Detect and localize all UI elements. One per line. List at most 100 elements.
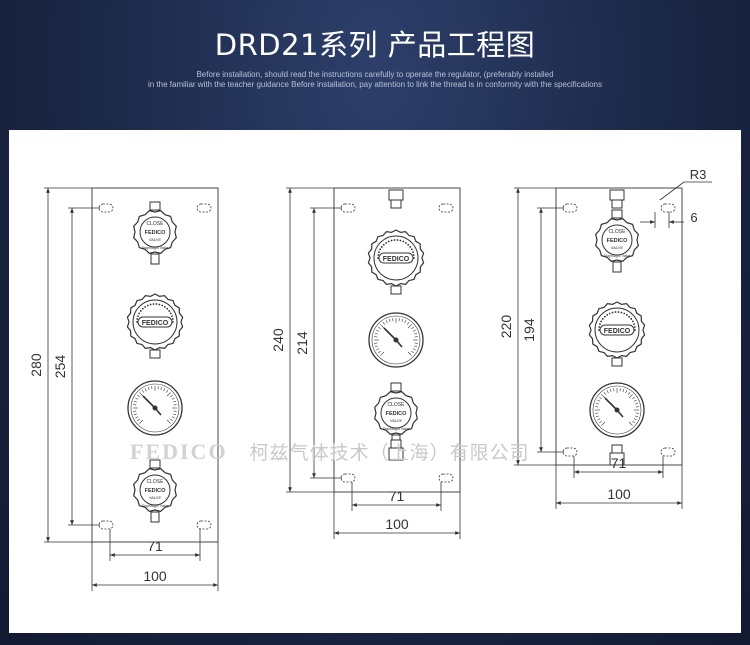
inlet-fitting: [609, 189, 625, 209]
regulator-brand-label: FEDICO: [142, 320, 169, 327]
regulator-dot: [404, 242, 407, 244]
valve-diaphragm-label: Diaphragm Valve: [142, 504, 169, 508]
regulator-stem: [611, 357, 623, 367]
gauge-tick: [380, 351, 385, 356]
gauge-tick: [609, 388, 612, 393]
inlet-fitting: [388, 189, 404, 209]
valve-type-label: VALVE: [149, 495, 162, 500]
gauge-component: [589, 382, 645, 438]
gauge-tick: [160, 386, 163, 391]
gauge-tick: [166, 419, 171, 424]
regulator-badge: [378, 252, 414, 264]
regulator-dot: [163, 306, 166, 308]
valve-type-label: VALVE: [390, 418, 403, 423]
mounting-slot: [340, 473, 356, 483]
regulator-brand-label: FEDICO: [383, 256, 410, 263]
gauge-tick: [595, 402, 600, 405]
valve-close-label: CLOSE: [147, 221, 165, 227]
gauge-tick: [628, 394, 633, 399]
regulator-dot: [171, 318, 174, 320]
regulator-dot: [152, 303, 155, 305]
valve-type-label: VALVE: [611, 245, 624, 250]
gauge-tick: [137, 394, 140, 398]
gauge-tick: [606, 390, 609, 394]
regulator-dot: [136, 321, 138, 323]
valve-top-fitting: [149, 201, 161, 211]
valve-stem: [612, 261, 622, 273]
gauge-tick: [147, 386, 150, 391]
gauge-tick: [378, 326, 381, 330]
regulator-dot: [614, 311, 617, 313]
regulator-dot: [634, 329, 636, 331]
width-outer-label: 100: [607, 486, 631, 502]
watermark-brand: FEDICO: [130, 439, 228, 464]
gauge-tick: [171, 416, 175, 419]
gauge-tick: [170, 394, 173, 398]
mounting-slot: [340, 203, 356, 213]
gauge-tick: [163, 388, 166, 392]
mounting-slot: [562, 447, 578, 457]
gauge-needle: [383, 327, 397, 341]
height-inner-label: 254: [52, 355, 68, 379]
valve-face: [601, 224, 633, 256]
gauge-tick: [599, 420, 602, 424]
subtitle-line-2: in the familiar with the teacher guidanc…: [147, 80, 603, 89]
regulator-dot: [598, 329, 600, 331]
gauge-tick: [388, 318, 391, 323]
regulator-dot: [377, 254, 380, 256]
gauge-tick: [137, 418, 140, 422]
regulator-dot: [603, 315, 606, 318]
regulator-dot: [633, 326, 636, 328]
regulator-dot: [399, 239, 402, 242]
gauge-tick: [385, 320, 388, 324]
regulator-dot: [390, 239, 393, 242]
valve-face: [380, 397, 412, 429]
gauge-tick: [407, 351, 412, 356]
regulator-dot: [377, 257, 379, 259]
regulator-component: FEDICO: [588, 301, 646, 367]
fitting-nut: [388, 189, 404, 201]
valve-stem: [150, 253, 160, 265]
regulator-dot: [601, 318, 604, 320]
regulator-dot: [628, 315, 631, 318]
regulator-dot: [378, 251, 380, 254]
regulator-dot: [409, 246, 412, 248]
regulator-dot: [393, 239, 396, 241]
gauge-tick: [135, 397, 139, 400]
height-outer-label: 280: [28, 353, 44, 377]
gauge-tick: [401, 318, 404, 323]
gauge-tick: [632, 396, 635, 400]
mounting-slot: [562, 203, 578, 213]
regulator-dot: [155, 303, 158, 305]
gauge-tick: [413, 345, 418, 348]
gauge-tick: [412, 329, 416, 332]
regulator-dot: [617, 311, 620, 313]
gauge-tick: [165, 390, 169, 393]
gauge-tick: [625, 390, 628, 394]
fitting-nut: [388, 447, 404, 461]
gauge-tick: [382, 322, 386, 325]
regulator-dot: [625, 314, 628, 316]
regulator-dot: [168, 310, 171, 312]
valve-top-fitting: [149, 459, 161, 469]
mounting-slot: [660, 447, 676, 457]
regulator-badge: [599, 324, 635, 336]
gauge-component: [368, 312, 424, 368]
regulator-dot: [158, 303, 161, 306]
fitting-body: [611, 199, 623, 209]
regulator-dot: [611, 311, 614, 314]
valve-brand-label: FEDICO: [145, 488, 167, 494]
regulator-component: FEDICO: [126, 293, 184, 359]
gauge-tick: [634, 415, 639, 418]
regulator-component: FEDICO: [367, 229, 425, 295]
valve-diaphragm-label: Diaphragm Valve: [383, 427, 410, 431]
valve-diaphragm-label: Diaphragm Valve: [142, 246, 169, 250]
